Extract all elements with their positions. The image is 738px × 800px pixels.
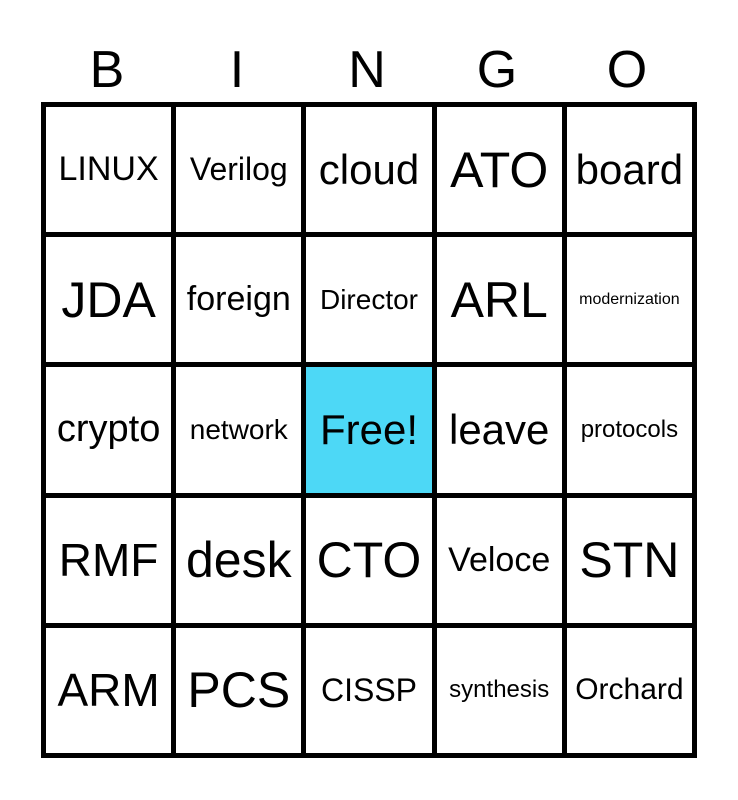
- bingo-header: B I N G O: [42, 38, 697, 102]
- header-letter-i: I: [229, 41, 245, 99]
- header-letter-n: N: [348, 41, 386, 99]
- header-letter-g: G: [476, 41, 518, 99]
- bingo-cell[interactable]: PCS: [176, 627, 302, 753]
- header-letter-b: B: [89, 41, 125, 99]
- bingo-cell[interactable]: protocols: [566, 367, 692, 493]
- bingo-cell[interactable]: Director: [306, 237, 432, 363]
- bingo-cell[interactable]: RMF: [46, 497, 172, 623]
- header-letter-o: O: [606, 41, 648, 99]
- bingo-cell[interactable]: network: [176, 367, 302, 493]
- bingo-cell[interactable]: STN: [566, 497, 692, 623]
- bingo-cell[interactable]: desk: [176, 497, 302, 623]
- bingo-cell[interactable]: leave: [436, 367, 562, 493]
- bingo-cell[interactable]: cloud: [306, 107, 432, 233]
- bingo-cell[interactable]: foreign: [176, 237, 302, 363]
- bingo-cell[interactable]: crypto: [46, 367, 172, 493]
- bingo-cell[interactable]: CISSP: [306, 627, 432, 753]
- bingo-cell[interactable]: modernization: [566, 237, 692, 363]
- bingo-cell[interactable]: board: [566, 107, 692, 233]
- bingo-cell[interactable]: ATO: [436, 107, 562, 233]
- bingo-cell[interactable]: JDA: [46, 237, 172, 363]
- bingo-cell[interactable]: CTO: [306, 497, 432, 623]
- bingo-cell[interactable]: ARL: [436, 237, 562, 363]
- bingo-cell[interactable]: Orchard: [566, 627, 692, 753]
- bingo-cell[interactable]: ARM: [46, 627, 172, 753]
- bingo-cell[interactable]: synthesis: [436, 627, 562, 753]
- free-cell[interactable]: Free!: [306, 367, 432, 493]
- bingo-cell[interactable]: Veloce: [436, 497, 562, 623]
- bingo-cell[interactable]: Verilog: [176, 107, 302, 233]
- bingo-cell[interactable]: LINUX: [46, 107, 172, 233]
